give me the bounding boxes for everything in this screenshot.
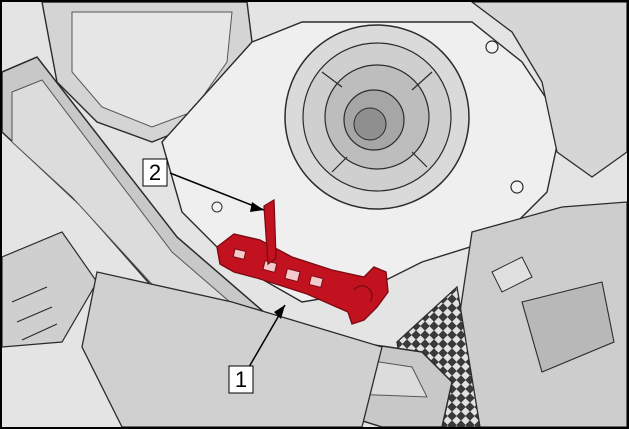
lower-fairing — [81, 271, 383, 427]
callout-1-number: 1 — [235, 367, 247, 392]
callout-1: 1 — [228, 365, 254, 394]
leader-line-2 — [169, 172, 265, 211]
headlight-bowl — [284, 24, 470, 210]
right-fairing-panel — [470, 2, 627, 178]
hose-fitting — [491, 256, 533, 293]
bracket-ribs — [11, 286, 58, 341]
airbox-panel — [71, 11, 233, 128]
leader-arrow-1 — [274, 305, 285, 319]
callout-2-number: 2 — [149, 160, 161, 185]
leader-arrow-2 — [250, 202, 264, 212]
locking-pin — [263, 198, 277, 266]
callout-2: 2 — [142, 158, 168, 187]
engine-cover — [521, 281, 615, 373]
spanner-tool-icon — [216, 233, 389, 325]
